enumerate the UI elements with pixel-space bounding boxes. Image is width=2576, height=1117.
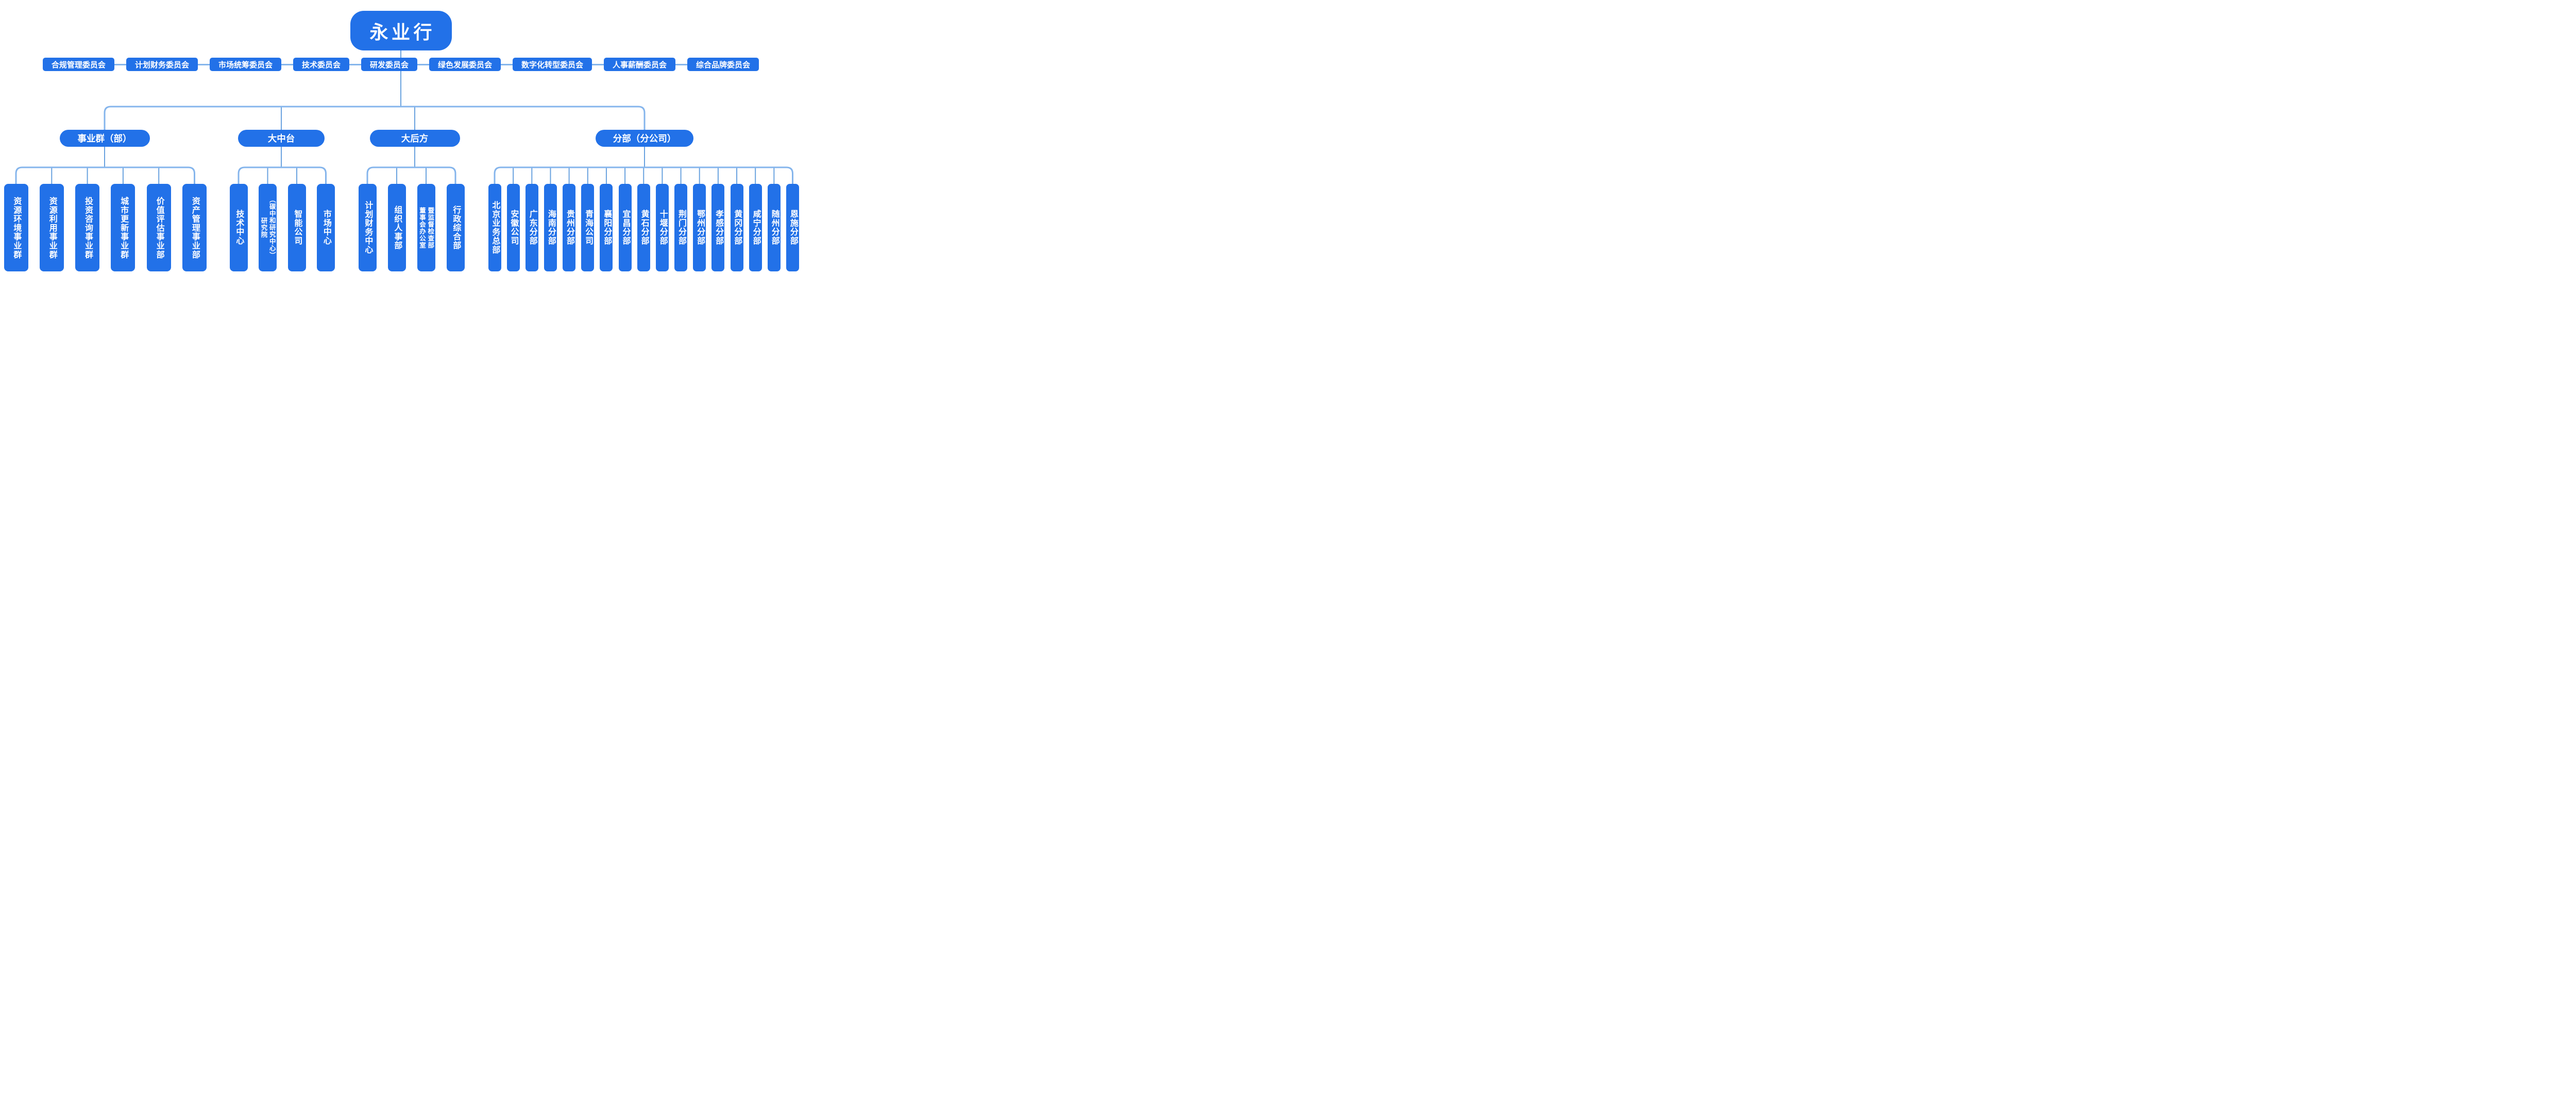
committee-node: 技术委员会: [293, 58, 349, 71]
committee-connector-link: [197, 63, 210, 65]
committee-row: 合规管理委员会计划财务委员会市场统筹委员会技术委员会研发委员会绿色发展委员会数字…: [0, 58, 802, 71]
leaf-node: 贵州分部: [563, 184, 576, 271]
leaf-node: 组织人事部: [387, 184, 406, 271]
group-header-node: 大中台: [238, 130, 325, 147]
leaf-node: 咸宁分部: [749, 184, 762, 271]
leaf-node: 安徽公司: [506, 184, 520, 271]
leaf-node: 城市更新事业群: [111, 184, 135, 271]
leaf-node: 随州分部: [767, 184, 781, 271]
committee-node: 人事薪酬委员会: [604, 58, 676, 71]
leaf-node: 黄冈分部: [730, 184, 743, 271]
leaf-node: 北京业务总部: [488, 184, 501, 271]
committee-connector-link: [592, 63, 604, 65]
leaf-node: 行政综合部: [446, 184, 465, 271]
committee-node: 合规管理委员会: [42, 58, 114, 71]
committee-connector-link: [349, 63, 361, 65]
committee-connector-link: [281, 63, 293, 65]
leaf-node: 市场中心: [317, 184, 335, 271]
leaf-node: 荆门分部: [674, 184, 688, 271]
root-node-label: 永业行: [369, 21, 435, 43]
leaf-node: 资源环境事业群: [4, 184, 28, 271]
leaf-node: 海南分部: [544, 184, 557, 271]
committee-node: 计划财务委员会: [126, 58, 198, 71]
committee-node: 数字化转型委员会: [513, 58, 592, 71]
leaf-node: 董事会办公室 暨监督检查部: [417, 184, 435, 271]
leaf-node: 技术中心: [229, 184, 248, 271]
committee-connector-link: [675, 63, 688, 65]
leaf-node: 广东分部: [525, 184, 538, 271]
leaf-node: 黄石分部: [637, 184, 650, 271]
leaf-node: 襄阳分部: [600, 184, 613, 271]
leaf-node: 资源利用事业群: [39, 184, 64, 271]
committee-connector-link: [417, 63, 429, 65]
leaf-node: 十堰分部: [655, 184, 669, 271]
committee-node: 综合品牌委员会: [687, 58, 759, 71]
group-header-node: 大后方: [369, 130, 460, 147]
leaf-node: 计划财务中心: [358, 184, 377, 271]
leaf-node: 智能公司: [287, 184, 306, 271]
leaf-node: 研究院 （碳中和研究中心）: [259, 184, 277, 271]
leaf-node: 恩施分部: [786, 184, 799, 271]
committee-node: 研发委员会: [361, 58, 417, 71]
committee-connector-link: [114, 63, 126, 65]
leaf-node: 价值评估事业部: [146, 184, 171, 271]
committee-node: 市场统筹委员会: [209, 58, 281, 71]
org-chart: 永业行 合规管理委员会计划财务委员会市场统筹委员会技术委员会研发委员会绿色发展委…: [0, 0, 802, 279]
group-header-node: 事业群（部）: [59, 130, 150, 147]
root-node: 永业行: [350, 11, 452, 50]
committee-node: 绿色发展委员会: [429, 58, 501, 71]
leaf-node: 青海公司: [581, 184, 595, 271]
committee-connector-link: [501, 63, 513, 65]
leaf-node: 孝感分部: [711, 184, 725, 271]
connector-lines: [15, 50, 793, 185]
leaf-node: 投资咨询事业群: [75, 184, 100, 271]
leaf-node: 资产管理事业部: [182, 184, 207, 271]
leaf-node: 宜昌分部: [618, 184, 632, 271]
leaf-node: 鄂州分部: [693, 184, 706, 271]
group-header-node: 分部（分公司）: [596, 130, 693, 147]
